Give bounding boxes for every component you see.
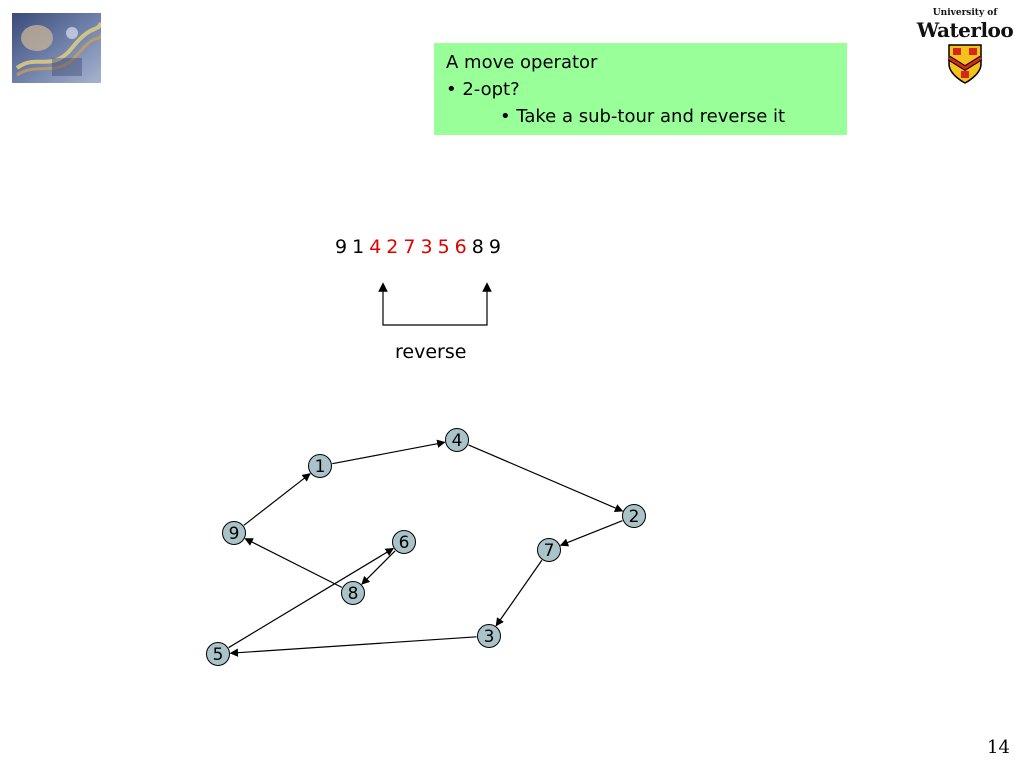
node-circle-8 — [341, 581, 365, 605]
decorative-thumbnail — [12, 13, 101, 83]
sequence-item-6: 5 — [437, 236, 450, 258]
edge-2-7 — [559, 520, 623, 547]
edge-1-4 — [332, 439, 446, 465]
node-circle-9 — [222, 521, 246, 545]
node-label-8: 8 — [348, 584, 359, 604]
university-logo: University of Waterloo — [912, 8, 1018, 84]
sequence-item-9: 9 — [488, 236, 501, 258]
sequence-item-4: 7 — [403, 236, 416, 258]
edge-7-3 — [495, 559, 543, 627]
reverse-bracket-line — [378, 282, 492, 326]
logo-big-text: Waterloo — [916, 18, 1014, 42]
edge-8-9 — [244, 538, 343, 588]
node-7: 7 — [537, 538, 561, 562]
logo-small-text: University of — [932, 8, 998, 18]
node-5: 5 — [206, 642, 230, 666]
node-circle-1 — [308, 454, 332, 478]
sequence-item-7: 6 — [454, 236, 467, 258]
edge-9-1 — [243, 473, 311, 526]
node-circle-3 — [477, 624, 501, 648]
page-number: 14 — [987, 737, 1010, 758]
node-label-6: 6 — [399, 533, 410, 553]
note-title: A move operator — [446, 52, 598, 73]
sequence-item-2: 4 — [369, 236, 382, 258]
sequence-item-5: 3 — [420, 236, 433, 258]
edge-3-5 — [229, 636, 477, 657]
sequence-item-0: 9 — [335, 236, 348, 258]
node-label-2: 2 — [629, 507, 640, 527]
node-label-1: 1 — [315, 457, 326, 477]
node-4: 4 — [445, 428, 469, 452]
sequence-item-3: 2 — [386, 236, 399, 258]
edge-4-2 — [468, 444, 624, 512]
node-6: 6 — [392, 530, 416, 554]
node-1: 1 — [308, 454, 332, 478]
node-2: 2 — [622, 504, 646, 528]
node-label-7: 7 — [544, 541, 555, 561]
node-circle-7 — [537, 538, 561, 562]
sequence-item-8: 8 — [471, 236, 484, 258]
node-circle-4 — [445, 428, 469, 452]
node-circle-5 — [206, 642, 230, 666]
node-9: 9 — [222, 521, 246, 545]
node-circle-6 — [392, 530, 416, 554]
reverse-label: reverse — [395, 341, 467, 363]
edge-6-8 — [361, 550, 396, 585]
note-box: A move operator • 2-opt? • Take a sub-to… — [434, 43, 847, 135]
note-bullet-1: • 2-opt? — [446, 79, 520, 100]
sequence-item-1: 1 — [352, 236, 365, 258]
edge-5-6 — [228, 547, 395, 649]
note-bullet-2: • Take a sub-tour and reverse it — [500, 106, 786, 127]
node-label-5: 5 — [213, 645, 224, 665]
crest-icon — [948, 44, 982, 84]
node-3: 3 — [477, 624, 501, 648]
node-label-9: 9 — [229, 524, 240, 544]
node-label-4: 4 — [452, 431, 463, 451]
node-8: 8 — [341, 581, 365, 605]
node-label-3: 3 — [484, 627, 495, 647]
node-circle-2 — [622, 504, 646, 528]
